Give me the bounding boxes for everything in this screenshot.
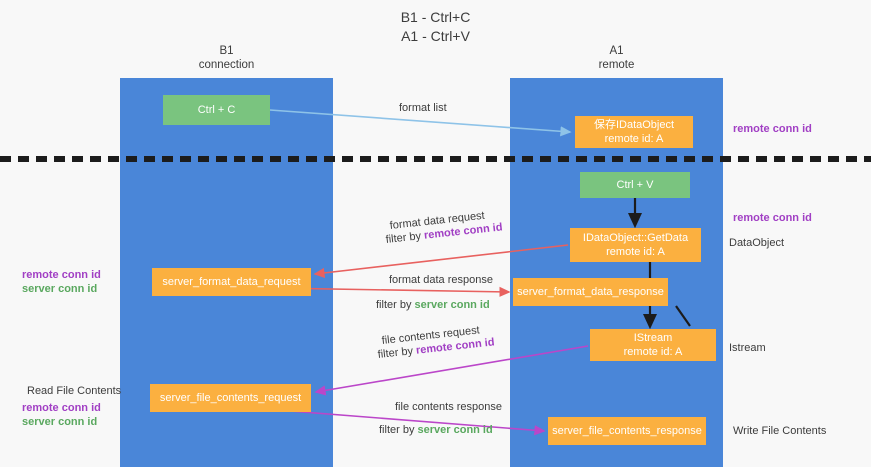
lane-header-a1: A1 remote (510, 44, 723, 72)
side-label-dataobject: DataObject (729, 236, 784, 250)
lane-header-a1-name: A1 (609, 45, 624, 57)
node-ctrl-c-label: Ctrl + C (197, 104, 236, 116)
node-istream-line2: remote id: A (623, 346, 683, 358)
node-server-format-data-response[interactable]: server_format_data_response (513, 278, 668, 306)
edge-format-response-to-istream (675, 305, 691, 327)
lane-header-b1: B1 connection (120, 44, 333, 72)
node-ctrl-c[interactable]: Ctrl + C (163, 95, 270, 125)
edge-label-file-contents-response-filter: filter by server conn id (379, 423, 493, 437)
edge-label-format-data-response: format data response (389, 273, 493, 287)
edge-format-data-request (313, 244, 569, 278)
side-label-server-conn-id-left-bottom: server conn id (22, 416, 98, 428)
node-ctrl-v[interactable]: Ctrl + V (580, 172, 690, 198)
side-label-remote-conn-id-top: remote conn id (733, 122, 812, 136)
side-label-write-file-contents-text: Write File Contents (733, 425, 827, 437)
filter-key-server-conn-id: server conn id (417, 424, 493, 436)
filter-prefix: filter by (376, 299, 415, 311)
side-label-istream-text: Istream (729, 342, 766, 354)
filter-prefix: filter by (379, 424, 418, 436)
node-idataobject[interactable]: 保存IDataObject remote id: A (575, 116, 693, 148)
side-label-read-file-contents-text: Read File Contents (27, 385, 122, 397)
filter-key-server-conn-id: server conn id (414, 299, 490, 311)
side-label-dataobject-text: DataObject (729, 237, 785, 249)
node-server-file-contents-request-label: server_file_contents_request (159, 392, 302, 404)
lane-header-a1-subtitle: remote (598, 59, 635, 71)
node-getdata-line2: remote id: A (606, 246, 665, 258)
edge-format-list (269, 109, 572, 137)
side-label-remote-conn-id-left-bottom: remote conn id (22, 402, 101, 414)
side-label-remote-conn-id-mid: remote conn id (733, 211, 812, 225)
edge-label-format-list: format list (399, 101, 447, 115)
node-idataobject-line1: 保存IDataObject (593, 119, 675, 131)
title-line-1: B1 - Ctrl+C (400, 9, 471, 25)
side-label-remote-conn-id-top-text: remote conn id (733, 123, 812, 135)
lane-header-b1-subtitle: connection (198, 59, 255, 71)
side-label-write-file-contents: Write File Contents (733, 424, 826, 438)
node-getdata-line1: IDataObject::GetData (582, 232, 689, 244)
side-label-read-file-contents: Read File Contents (27, 384, 121, 398)
edge-label-format-data-response-text: format data response (389, 274, 493, 286)
edge-label-file-contents-response-text: file contents response (395, 401, 503, 413)
side-label-istream: Istream (729, 341, 766, 355)
node-server-file-contents-request[interactable]: server_file_contents_request (150, 384, 311, 412)
node-server-format-data-response-label: server_format_data_response (517, 286, 664, 298)
edge-label-file-contents-response: file contents response (395, 400, 502, 414)
page-title: B1 - Ctrl+C A1 - Ctrl+V (0, 8, 871, 46)
lane-header-b1-name: B1 (219, 45, 234, 57)
title-line-2: A1 - Ctrl+V (401, 28, 470, 44)
node-istream[interactable]: IStream remote id: A (590, 329, 716, 361)
node-istream-line1: IStream (633, 332, 673, 344)
node-server-file-contents-response[interactable]: server_file_contents_response (548, 417, 706, 445)
node-server-file-contents-response-label: server_file_contents_response (552, 425, 702, 437)
edge-label-format-list-text: format list (399, 102, 447, 114)
node-idataobject-line2: remote id: A (604, 133, 664, 145)
node-ctrl-v-label: Ctrl + V (616, 179, 654, 191)
side-label-conn-ids-bottom: remote conn id server conn id (22, 401, 101, 429)
node-idataobject-getdata[interactable]: IDataObject::GetData remote id: A (570, 228, 701, 262)
node-server-format-data-request-label: server_format_data_request (162, 276, 301, 288)
node-server-format-data-request[interactable]: server_format_data_request (152, 268, 311, 296)
side-label-remote-conn-id-mid-text: remote conn id (733, 212, 812, 224)
side-label-conn-ids-mid: remote conn id server conn id (22, 268, 101, 296)
phase-divider (0, 156, 871, 162)
side-label-server-conn-id-left-mid: server conn id (22, 283, 98, 295)
edge-label-format-data-response-filter: filter by server conn id (376, 298, 490, 312)
side-label-remote-conn-id-left-mid: remote conn id (22, 269, 101, 281)
edge-file-contents-request (314, 345, 589, 396)
